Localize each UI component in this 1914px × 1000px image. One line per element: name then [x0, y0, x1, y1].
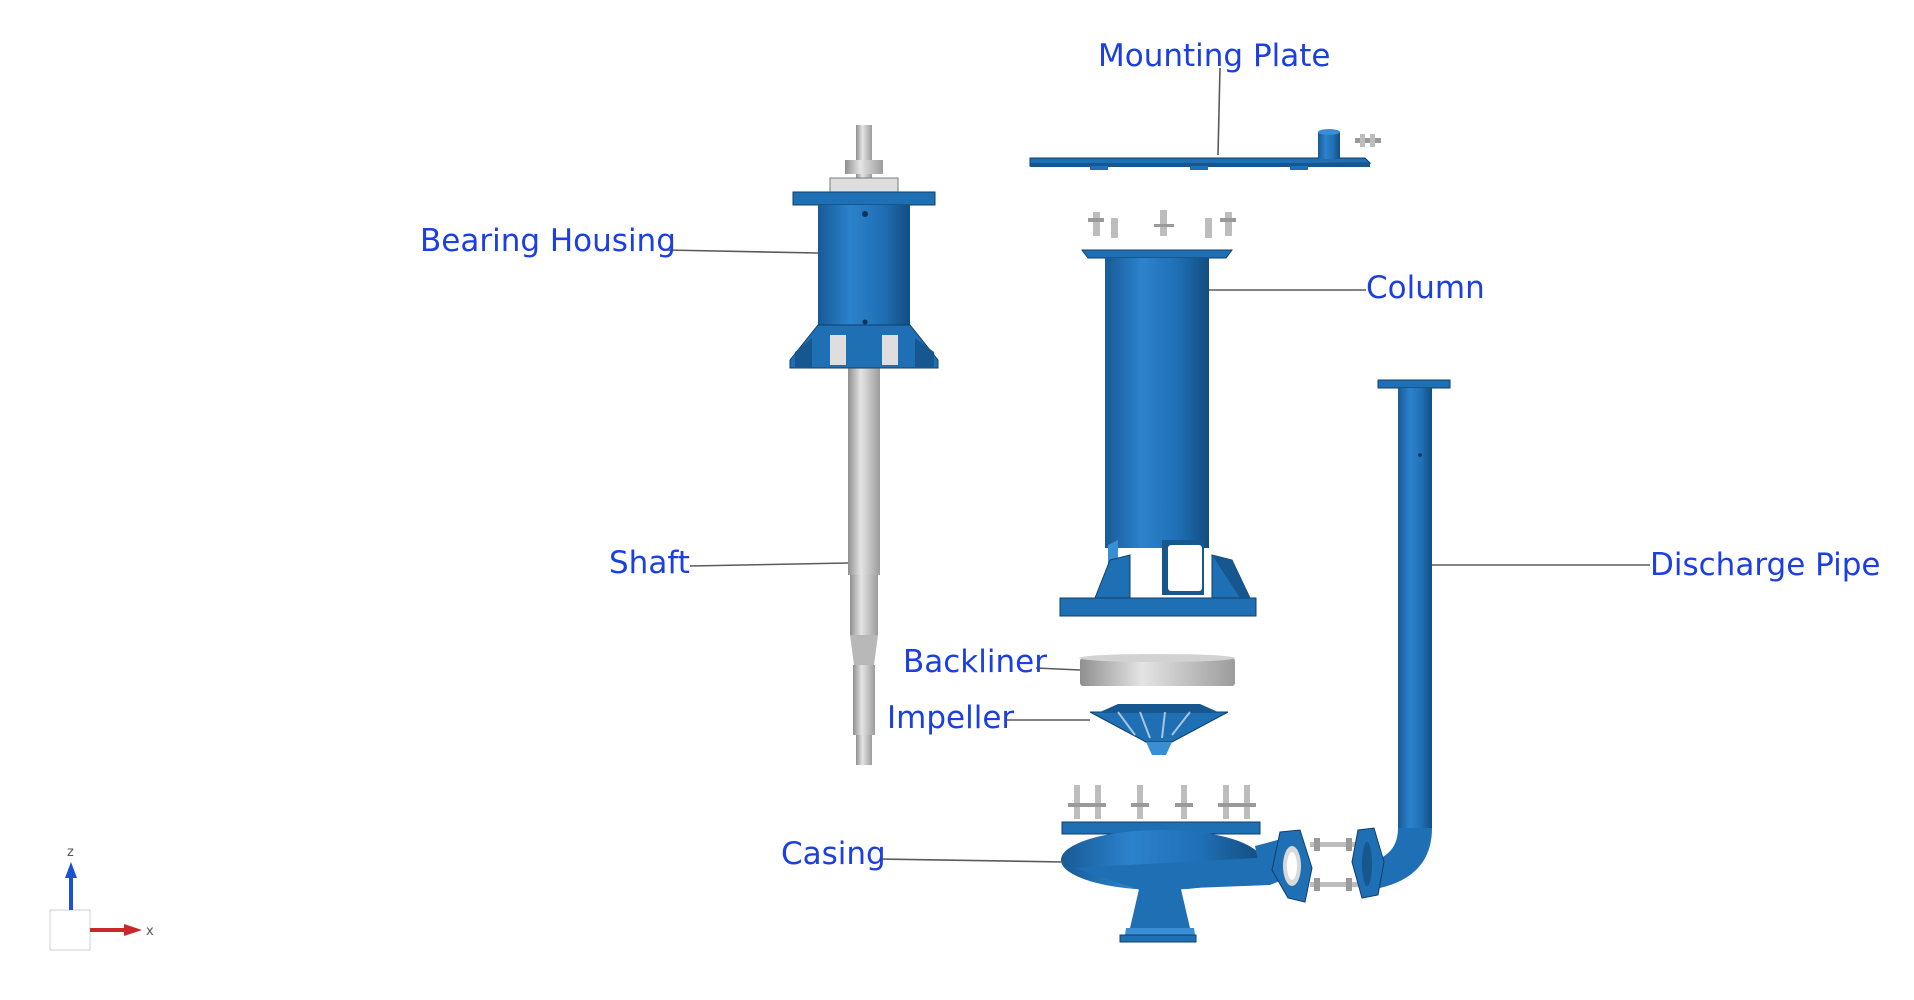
- part-labels: Mounting Plate Bearing Housing Column Sh…: [420, 38, 1881, 872]
- x-axis-label: x: [146, 924, 154, 939]
- shaft: [845, 125, 883, 765]
- leader-casing: [879, 858, 1065, 863]
- leader-lines: [665, 67, 1650, 863]
- leader-shaft: [689, 562, 849, 567]
- leader-mounting-plate: [1217, 67, 1221, 156]
- leader-bearing-housing: [665, 249, 819, 254]
- label-bearing-housing: Bearing Housing: [420, 223, 676, 259]
- z-axis-arrow-icon: [65, 862, 77, 878]
- label-discharge-pipe: Discharge Pipe: [1650, 547, 1881, 583]
- label-backliner: Backliner: [903, 644, 1047, 680]
- label-impeller: Impeller: [887, 700, 1014, 736]
- axis-triad: z x: [49, 845, 154, 951]
- label-casing: Casing: [781, 836, 886, 872]
- bearing-housing: [789, 177, 939, 369]
- label-shaft: Shaft: [609, 545, 690, 581]
- label-mounting-plate: Mounting Plate: [1098, 38, 1331, 74]
- x-axis-arrow-icon: [124, 924, 142, 936]
- casing: [1061, 785, 1313, 943]
- impeller: [1089, 704, 1229, 755]
- discharge-pipe: [1351, 379, 1451, 899]
- z-axis-label: z: [67, 845, 74, 860]
- column-bolts: [1088, 210, 1236, 238]
- casing-bolts: [1068, 785, 1256, 819]
- leader-backliner: [1035, 667, 1081, 671]
- column: [1059, 249, 1257, 617]
- connector-bolts: [1310, 838, 1358, 891]
- axis-origin-box: [49, 909, 91, 951]
- plate-bolts: [1355, 134, 1381, 147]
- label-column: Column: [1366, 270, 1485, 306]
- casing-outlet-flange: [1271, 829, 1313, 903]
- mounting-plate: [1029, 129, 1381, 170]
- backliner: [1079, 654, 1235, 686]
